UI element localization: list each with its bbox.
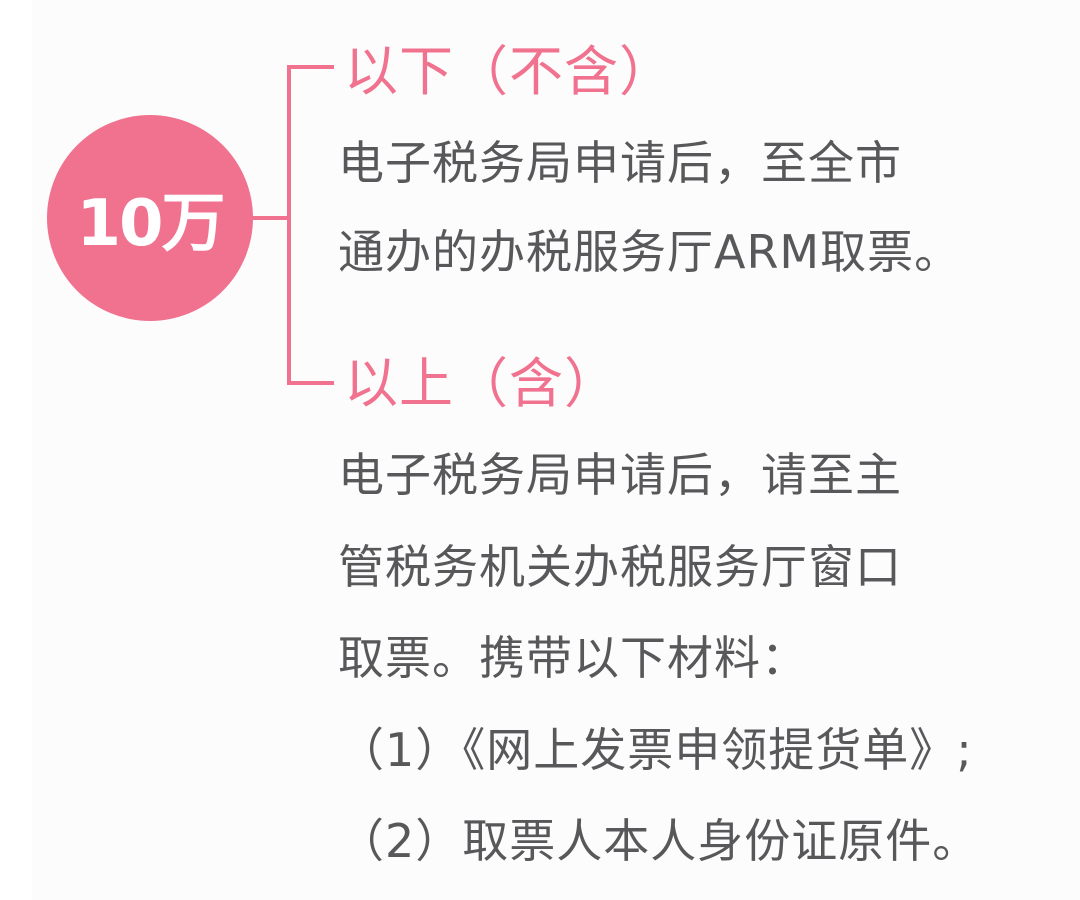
amount-label: 10万 (76, 187, 225, 261)
branch-below-line-2: 通办的办税服务厅ARM取票。 (338, 225, 962, 279)
branch-heading-above: 以上（含） (344, 352, 619, 415)
bracket-bottom-stub (287, 381, 334, 385)
bracket-vertical-line (287, 65, 291, 385)
materials-item-2: （2）取票人本人身份证原件。 (338, 814, 980, 868)
connector-line (253, 216, 289, 220)
branch-heading-below: 以下（不含） (344, 40, 674, 103)
branch-above-line-3: 取票。携带以下材料： (338, 631, 808, 685)
materials-item-1: （1）《网上发票申领提货单》; (338, 723, 973, 777)
branch-above-line-2: 管税务机关办税服务厅窗口 (338, 540, 902, 594)
branch-below-line-1: 电子税务局申请后，至全市 (338, 136, 902, 190)
amount-node: 10万 (47, 115, 253, 321)
bracket-top-stub (287, 65, 334, 69)
branch-above-line-1: 电子税务局申请后，请至主 (338, 448, 902, 502)
